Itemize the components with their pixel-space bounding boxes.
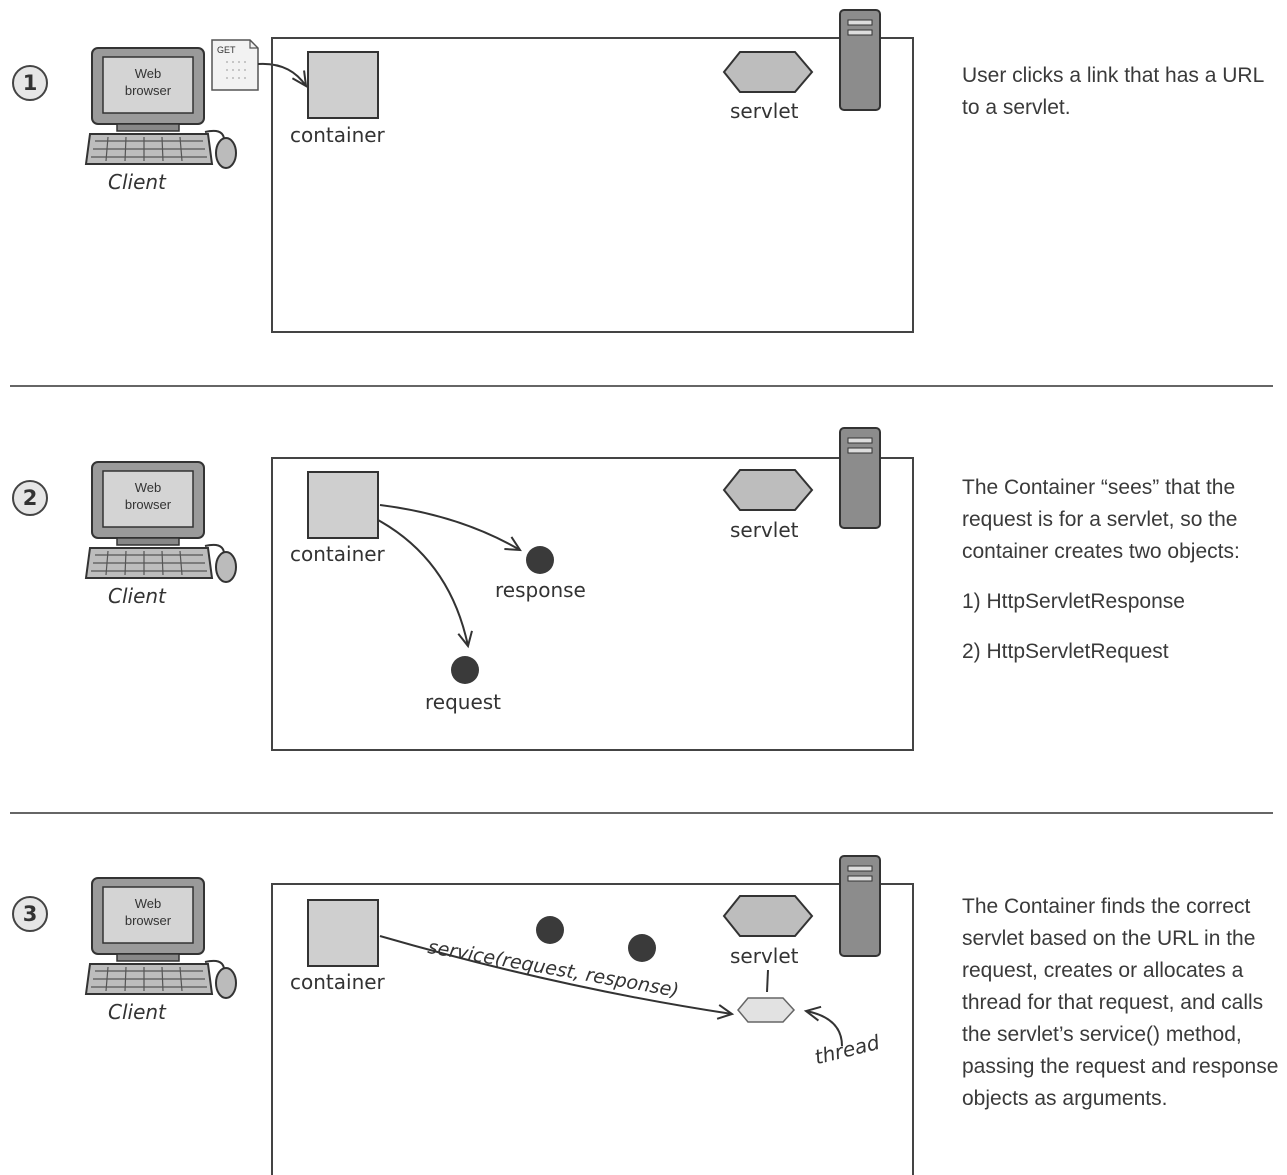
server-box	[271, 37, 914, 333]
servlet-icon	[722, 51, 814, 93]
step-description: The Container finds the correct servlet …	[962, 891, 1284, 1115]
client-label: Client	[108, 1000, 166, 1024]
description-item: 1) HttpServletResponse	[962, 590, 1185, 613]
browser-screen-text: Web	[135, 896, 162, 911]
service-call-arrow	[379, 935, 735, 1020]
container-label: container	[290, 970, 385, 994]
container-icon	[307, 51, 379, 119]
client-label: Client	[108, 170, 166, 194]
description-text: The Container “sees” that the request is…	[962, 476, 1240, 563]
thread-icon	[737, 997, 796, 1023]
container-label: container	[290, 123, 385, 147]
servlet-label: servlet	[730, 99, 799, 123]
browser-screen-text: browser	[125, 497, 172, 512]
container-label: container	[290, 542, 385, 566]
step-number-badge: 1	[12, 65, 48, 101]
section-divider	[10, 385, 1273, 387]
servlet-to-thread-line	[766, 969, 769, 993]
server-tower-icon	[839, 9, 881, 111]
create-request-arrow	[377, 519, 473, 649]
computer-icon	[84, 461, 237, 583]
computer-icon	[84, 877, 237, 999]
step-number-badge: 2	[12, 480, 48, 516]
step-description: The Container “sees” that the request is…	[962, 472, 1284, 668]
servlet-label: servlet	[730, 518, 799, 542]
request-object	[536, 916, 564, 944]
request-arrow	[257, 62, 308, 88]
servlet-icon	[722, 469, 814, 511]
step-description: User clicks a link that has a URL to a s…	[962, 60, 1284, 124]
step-3-panel: 3 Web browser Client container se	[0, 848, 1287, 1175]
container-icon	[307, 471, 379, 539]
step-2-diagram: Web browser	[84, 427, 914, 751]
server-tower-icon	[839, 855, 881, 957]
description-item: 2) HttpServletRequest	[962, 640, 1169, 663]
url-request-note	[211, 39, 259, 91]
request-label: request	[425, 690, 502, 714]
browser-screen-text: Web	[135, 66, 162, 81]
response-label: response	[495, 578, 586, 602]
browser-screen-text: browser	[125, 83, 172, 98]
container-icon	[307, 899, 379, 967]
section-divider	[10, 812, 1273, 814]
computer-icon	[84, 47, 237, 169]
request-object	[451, 656, 479, 684]
step-number-badge: 3	[12, 896, 48, 932]
url-note-text: GET	[217, 45, 236, 55]
response-object	[628, 934, 656, 962]
response-object	[526, 546, 554, 574]
thread-pointer-arrow	[803, 1005, 843, 1047]
browser-screen-text: browser	[125, 913, 172, 928]
browser-screen-text: Web	[135, 480, 162, 495]
create-response-arrow	[379, 504, 522, 552]
server-box	[271, 883, 914, 1175]
description-text: The Container finds the correct servlet …	[962, 895, 1279, 1110]
description-text: User clicks a link that has a URL to a s…	[962, 64, 1264, 119]
step-3-diagram: Web browser	[84, 855, 914, 1175]
server-box	[271, 457, 914, 751]
client-label: Client	[108, 584, 166, 608]
step-1-panel: 1 Web browser GET	[0, 0, 1287, 380]
step-2-panel: 2 Web browser Client container servlet r…	[0, 420, 1287, 800]
server-tower-icon	[839, 427, 881, 529]
step-1-diagram: Web browser GET	[84, 9, 914, 333]
servlet-label: servlet	[730, 944, 799, 968]
servlet-icon	[722, 895, 814, 937]
